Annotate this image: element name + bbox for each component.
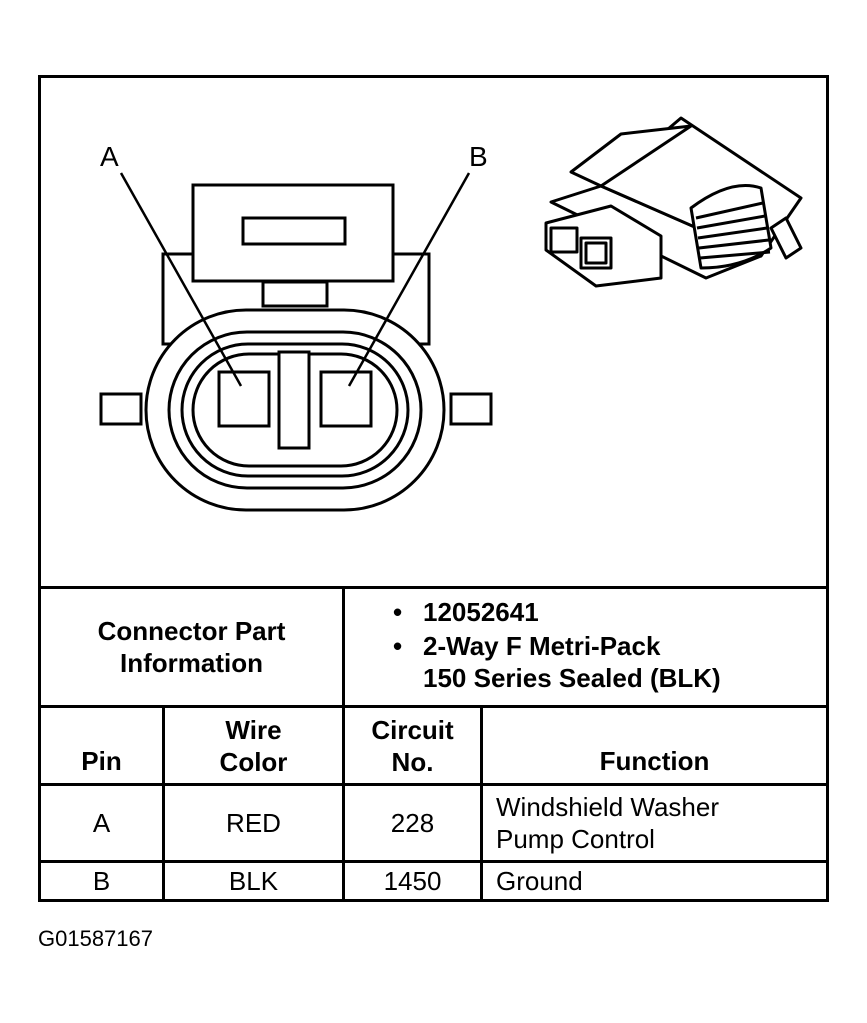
wire-column-divider bbox=[342, 707, 345, 899]
row-divider bbox=[41, 860, 826, 863]
diagram-divider bbox=[41, 586, 826, 589]
connector-diagram-frame: A B bbox=[38, 75, 829, 902]
row-a-circuit: 228 bbox=[390, 808, 435, 838]
part-number: 12052641 bbox=[423, 597, 539, 627]
info-divider bbox=[41, 705, 826, 708]
circuit-column-divider bbox=[480, 707, 483, 899]
connector-left-tab bbox=[99, 392, 143, 426]
connector-isometric-view bbox=[544, 116, 803, 288]
row-b-wire-color: BLK bbox=[228, 866, 279, 896]
pin-b-leader-line bbox=[347, 172, 471, 387]
bullet-icon: • bbox=[393, 631, 403, 661]
bullet-icon: • bbox=[393, 597, 403, 627]
connector-center-key bbox=[277, 350, 311, 450]
row-a-function: Windshield Washer Pump Control bbox=[496, 792, 720, 854]
pin-a-leader-line bbox=[119, 172, 243, 387]
row-a-wire-color: RED bbox=[226, 808, 281, 838]
row-b-function: Ground bbox=[496, 866, 583, 896]
terminal-b bbox=[319, 370, 373, 428]
connector-face-drawing: A B bbox=[99, 116, 803, 512]
header-divider bbox=[41, 783, 826, 786]
connector-type: 2-Way F Metri-Pack 150 Series Sealed (BL… bbox=[423, 631, 721, 693]
function-column-header: Function bbox=[599, 746, 710, 776]
row-b-pin: B bbox=[92, 866, 111, 896]
pin-a-label: A bbox=[100, 141, 119, 172]
wire-color-column-header: Wire Color bbox=[219, 714, 288, 777]
circuit-column-header: Circuit No. bbox=[371, 714, 454, 777]
connector-part-info-list: • 12052641 • 2-Way F Metri-Pack 150 Seri… bbox=[393, 596, 721, 694]
row-a-pin: A bbox=[92, 808, 111, 838]
connector-part-info-label: Connector Part Information bbox=[97, 616, 286, 678]
pin-column-divider bbox=[162, 707, 165, 899]
part-number-item: • 12052641 bbox=[393, 596, 721, 628]
row-b-circuit: 1450 bbox=[383, 866, 442, 896]
pin-b-label: B bbox=[469, 141, 488, 172]
info-column-divider bbox=[342, 588, 345, 708]
connector-right-tab bbox=[449, 392, 493, 426]
figure-id: G01587167 bbox=[38, 926, 153, 951]
connector-type-item: • 2-Way F Metri-Pack 150 Series Sealed (… bbox=[393, 630, 721, 694]
terminal-a bbox=[217, 370, 271, 428]
connector-illustration-area: A B bbox=[41, 78, 826, 588]
pin-column-header: Pin bbox=[81, 746, 122, 776]
